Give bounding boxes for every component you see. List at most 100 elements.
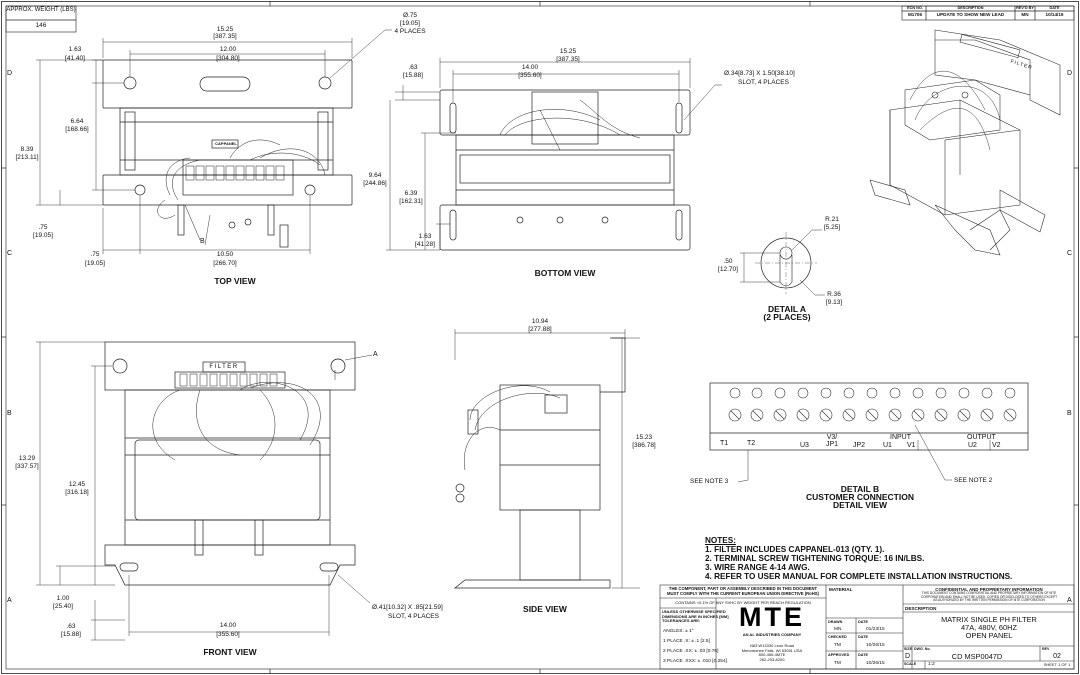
bottom-dim-9-64-mm: [244.86] — [363, 180, 387, 187]
side-view-title: SIDE VIEW — [523, 604, 567, 614]
tb-approved-by: TM — [834, 661, 841, 666]
top-dim-1-63-mm: [41.40] — [65, 55, 85, 62]
bottom-dim-6-39-mm: [162.31] — [399, 198, 423, 205]
tb-description-label: DESCRIPTION — [905, 606, 937, 611]
tb-compliance-1: THE COMPONENT, PART OR ASSEMBLY DESCRIBE… — [668, 586, 818, 591]
top-dim-15-25-mm: [387.35] — [213, 33, 237, 40]
detail-a-r36: R.36 — [827, 291, 841, 298]
front-callout-a: A — [373, 351, 378, 358]
zone-label-right-b: B — [1067, 410, 1072, 417]
front-slot-qty: SLOT, 4 PLACES — [388, 613, 439, 620]
top-dim-10-50-mm: [266.70] — [213, 260, 237, 267]
top-dim-10-50: 10.50 — [216, 251, 234, 258]
bottom-dim-1-63-mm: [41.28] — [415, 241, 435, 248]
weight-label: APPROX. WEIGHT (LBS) — [6, 7, 76, 13]
zone-label-right-c: C — [1067, 250, 1073, 257]
tb-compliance-2: MUST COMPLY WITH THE CURRENT EUROPEAN UN… — [667, 591, 819, 596]
top-hole-qty: 4 PLACES — [394, 28, 426, 35]
note-4: 4. REFER TO USER MANUAL FOR COMPLETE INS… — [705, 572, 1013, 581]
note-3: 3. WIRE RANGE 4-14 AWG. — [705, 563, 810, 572]
tb-confidential-title: CONFIDENTIAL AND PROPRIETARY INFORMATION — [935, 587, 1043, 592]
tb-address-2: Menomonee Falls, WI 53051 USA — [741, 647, 803, 653]
tb-tolerance-head-3: TOLERANCES ARE: — [662, 618, 701, 624]
tb-checked-label: CHECKED — [828, 635, 847, 639]
front-dim-1-00: 1.00 — [56, 595, 70, 602]
mte-logo: MTE — [739, 602, 805, 632]
front-dim-12-45-mm: [316.18] — [65, 489, 89, 496]
mte-logo-tagline: AN AL INDUSTRIES COMPANY — [742, 632, 802, 637]
front-view-title: FRONT VIEW — [203, 647, 257, 657]
bottom-slot-dim: Ø.34[8.73] X 1.50[38.10] — [724, 70, 795, 77]
top-dim-0-75a: .75 — [38, 224, 48, 231]
terminal-v2: V2 — [992, 442, 1001, 449]
tb-description-line-2: 47A, 480V, 60HZ — [960, 623, 1018, 632]
bottom-dim-0-63: .63 — [408, 64, 418, 71]
top-dim-8-39: 8.39 — [20, 146, 34, 153]
note-1: 1. FILTER INCLUDES CAPPANEL-013 (QTY. 1)… — [705, 545, 885, 554]
tb-tolerance-3place: 3 PLACE .XXX: ± .010 [0.254] — [663, 659, 727, 664]
detail-a-title: DETAIL A — [767, 304, 807, 314]
bottom-dim-14-00: 14.00 — [521, 64, 539, 71]
terminal-t1: T1 — [720, 440, 729, 447]
tb-address-4: 262-253-8200 — [759, 656, 785, 662]
rev-header-revd-by: REV'D BY — [1016, 6, 1034, 10]
tb-confidential-text-3: AS AUTHORIZED BY THE WRITTEN PERMISSION … — [933, 598, 1045, 603]
note-2: 2. TERMINAL SCREW TIGHTENING TORQUE: 16 … — [705, 554, 925, 563]
rev-description: UPDATE TO SHOW NEW LEAD — [936, 12, 1005, 17]
tb-approved-label: APPROVED — [828, 653, 850, 657]
tb-confidential-text-2: CORPORATION AND SHALL NOT BE USED, COPIE… — [920, 594, 1058, 599]
tb-drawn-by: MN — [834, 627, 842, 632]
detail-a-r21-mm: [5.25] — [823, 224, 841, 231]
top-dim-6-64: 6.64 — [70, 118, 84, 125]
top-dim-12-00-mm: [304.80] — [216, 55, 240, 62]
tb-rev: 02 — [1053, 653, 1061, 660]
detail-b-note3-callout: SEE NOTE 3 — [690, 478, 729, 485]
front-filter-label: FILTER — [209, 364, 239, 370]
rev-by: MN — [1021, 12, 1029, 17]
front-dim-12-45: 12.45 — [68, 481, 86, 488]
tb-checked-by: TM — [834, 643, 841, 648]
tb-confidential-text-1: THIS DOCUMENT CONTAINS CONFIDENTIAL AND … — [921, 591, 1057, 595]
bottom-dim-14-00-mm: [355.60] — [518, 72, 542, 79]
front-dim-13-29-mm: [337.57] — [15, 463, 39, 470]
rev-header-date: DATE — [1049, 6, 1060, 10]
side-dim-15-23: 15.23 — [635, 434, 653, 441]
tb-compliance-3: CONTAINS <0.1% OF ANY SVHC BY WEIGHT PER… — [675, 600, 811, 605]
detail-a-d50: .50 — [723, 258, 733, 265]
top-hole-dia-mm: [19.05] — [400, 20, 420, 27]
front-dim-0-63: .63 — [66, 623, 76, 630]
side-dim-10-94-mm: [277.88] — [528, 326, 552, 333]
tb-tolerance-angles: ANGLES: ± 1° — [663, 629, 694, 634]
top-callout-b: B — [200, 238, 205, 245]
bottom-dim-0-63-mm: [15.88] — [403, 72, 423, 79]
bottom-dim-15-25-mm: [387.35] — [556, 56, 580, 63]
detail-b-subtitle: CUSTOMER CONNECTION — [806, 492, 914, 502]
front-dim-14-00-mm: [355.60] — [216, 631, 240, 638]
tb-sheet: SHEET 1 OF 1 — [1043, 662, 1071, 667]
rev-header-ecn: ECN NO. — [907, 6, 923, 10]
rev-ecn: M1706 — [907, 12, 923, 17]
detail-b-note2-callout: SEE NOTE 2 — [954, 477, 993, 484]
tb-tolerance-1place: 1 PLACE .X: ± .1 [2.5] — [663, 639, 710, 644]
top-hole-dia: Ø.75 — [402, 12, 418, 19]
tb-tolerance-head-2: DIMENSIONS ARE IN INCHES [MM] — [662, 613, 729, 619]
tb-drawn-date-label: DATE — [858, 620, 869, 624]
tb-checked-date: 10/26/15 — [866, 643, 885, 648]
tb-size: D — [904, 653, 911, 660]
terminal-v1: V1 — [907, 442, 916, 449]
tb-description-line-3: OPEN PANEL — [965, 631, 1013, 640]
tb-approved-date-label: DATE — [858, 653, 869, 657]
front-dim-1-00-mm: [25.40] — [53, 603, 73, 610]
tb-checked-date-label: DATE — [858, 635, 869, 639]
front-dim-14-00: 14.00 — [219, 622, 237, 629]
tb-address-1: N83 W13330 Leon Road — [749, 643, 795, 648]
top-dim-0-75b-mm: [19.05] — [85, 260, 105, 267]
top-dim-12-00: 12.00 — [219, 46, 237, 53]
top-dim-6-64-mm: [168.66] — [65, 126, 89, 133]
side-dim-10-94: 10.94 — [531, 318, 549, 325]
tb-drawn-label: DRAWN — [828, 620, 843, 624]
tb-address-3: 800-455-4MTE — [758, 652, 786, 657]
tb-approved-date: 10/26/15 — [866, 661, 885, 666]
notes-heading: NOTES: — [705, 536, 736, 545]
